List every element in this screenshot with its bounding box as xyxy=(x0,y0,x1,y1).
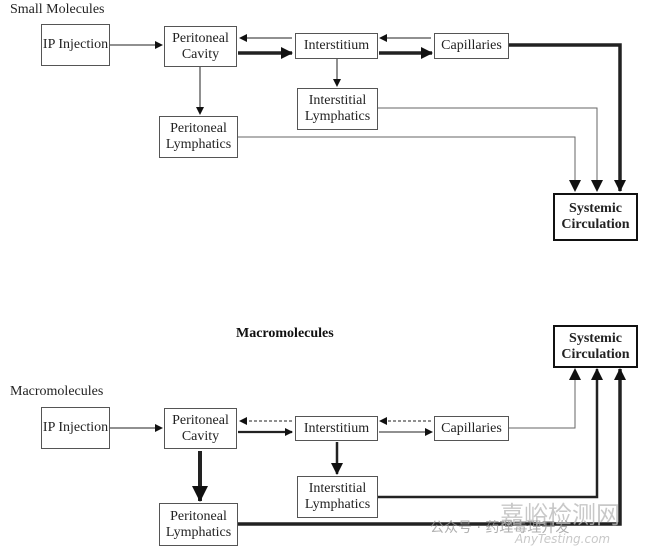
node-interstitial-lymphatics: Interstitial Lymphatics xyxy=(297,88,378,130)
node-peritoneal-lymphatics: Peritoneal Lymphatics xyxy=(159,116,238,158)
arrow-per-lymph-to-systemic xyxy=(238,136,581,192)
arrow-per-lymph-to-systemic-macro xyxy=(238,368,626,526)
node-systemic-circulation-macro: Systemic Circulation xyxy=(553,325,638,368)
node-peritoneal-cavity: Peritoneal Cavity xyxy=(164,26,237,67)
watermark-url: AnyTesting.com xyxy=(515,532,611,546)
watermark-account: 公众号 · 药理毒理开发 xyxy=(430,520,570,536)
node-peritoneal-lymphatics-macro: Peritoneal Lymphatics xyxy=(159,503,238,546)
arrow-int-lymph-to-systemic xyxy=(378,107,603,192)
node-interstitium-macro: Interstitium xyxy=(295,416,378,441)
node-systemic-circulation: Systemic Circulation xyxy=(553,193,638,241)
node-ip-injection-macro: IP Injection xyxy=(41,407,110,449)
node-ip-injection: IP Injection xyxy=(41,24,110,66)
node-interstitium: Interstitium xyxy=(295,33,378,59)
panel-label-macromolecules: Macromolecules xyxy=(10,384,104,399)
watermark-site: 嘉峪检测网 xyxy=(500,501,620,529)
node-capillaries: Capillaries xyxy=(434,33,509,59)
node-peritoneal-cavity-macro: Peritoneal Cavity xyxy=(164,408,237,449)
panel-title-macromolecules: Macromolecules xyxy=(236,326,334,341)
arrow-capillaries-to-systemic xyxy=(509,43,626,192)
arrow-capillaries-to-systemic-macro xyxy=(509,368,581,429)
panel-label-small-molecules: Small Molecules xyxy=(10,2,105,17)
arrow-int-lymph-to-systemic-macro xyxy=(378,368,603,499)
node-capillaries-macro: Capillaries xyxy=(434,416,509,441)
node-interstitial-lymphatics-macro: Interstitial Lymphatics xyxy=(297,476,378,518)
